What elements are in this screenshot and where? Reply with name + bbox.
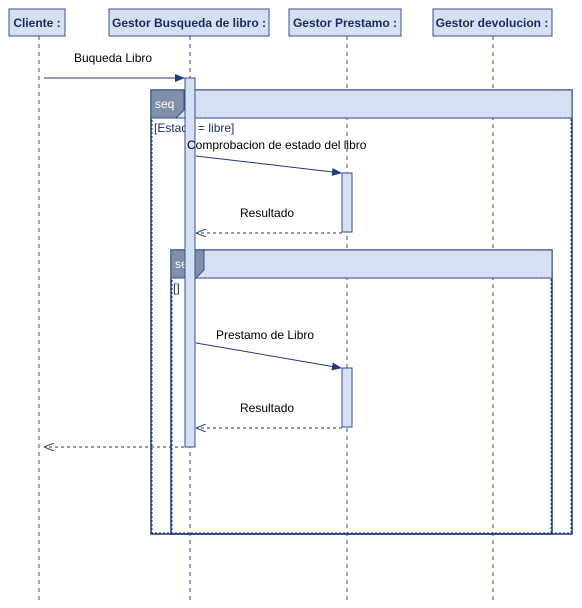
fragment-seq-inner-guard: [] [173,281,180,295]
message-resultado-2[interactable]: Resultado [197,401,342,428]
message-buqueda-libro[interactable]: Buqueda Libro [44,51,185,82]
message-prestamo-libro-label: Prestamo de Libro [216,328,314,342]
message-comprobacion-estado[interactable]: Comprobacion de estado del libro [187,138,367,176]
lifeline-cliente-label: Cliente : [13,16,60,30]
activation-gestor-prestamo-1 [341,172,353,233]
fragment-seq-outer-tag [150,89,185,119]
lifeline-gestor-devolucion[interactable]: Gestor devolucion : [432,8,553,37]
lifeline-cliente[interactable]: Cliente : [8,8,66,37]
lifeline-gestor-prestamo[interactable]: Gestor Prestamo : [288,8,402,37]
activation-gestor-busqueda [184,77,196,448]
lifeline-gestor-prestamo-label: Gestor Prestamo : [293,16,397,30]
lifeline-gestor-devolucion-label: Gestor devolucion : [436,16,549,30]
lifeline-gestor-busqueda[interactable]: Gestor Busqueda de libro : [108,8,270,37]
fragment-seq-outer-operator: seq [155,97,174,111]
activation-gestor-prestamo-2 [341,367,353,428]
message-prestamo-libro[interactable]: Prestamo de Libro [195,328,342,371]
message-comprobacion-estado-label: Comprobacion de estado del libro [187,138,367,152]
message-buqueda-libro-label: Buqueda Libro [74,51,152,65]
message-resultado-1[interactable]: Resultado [197,206,342,233]
fragment-seq-outer[interactable]: seq [Estado = libre] [150,89,573,535]
lifeline-gestor-busqueda-label: Gestor Busqueda de libro : [112,16,266,30]
fragment-seq-inner[interactable]: seq [] [170,249,553,535]
message-resultado-1-label: Resultado [240,206,294,220]
message-resultado-2-label: Resultado [240,401,294,415]
